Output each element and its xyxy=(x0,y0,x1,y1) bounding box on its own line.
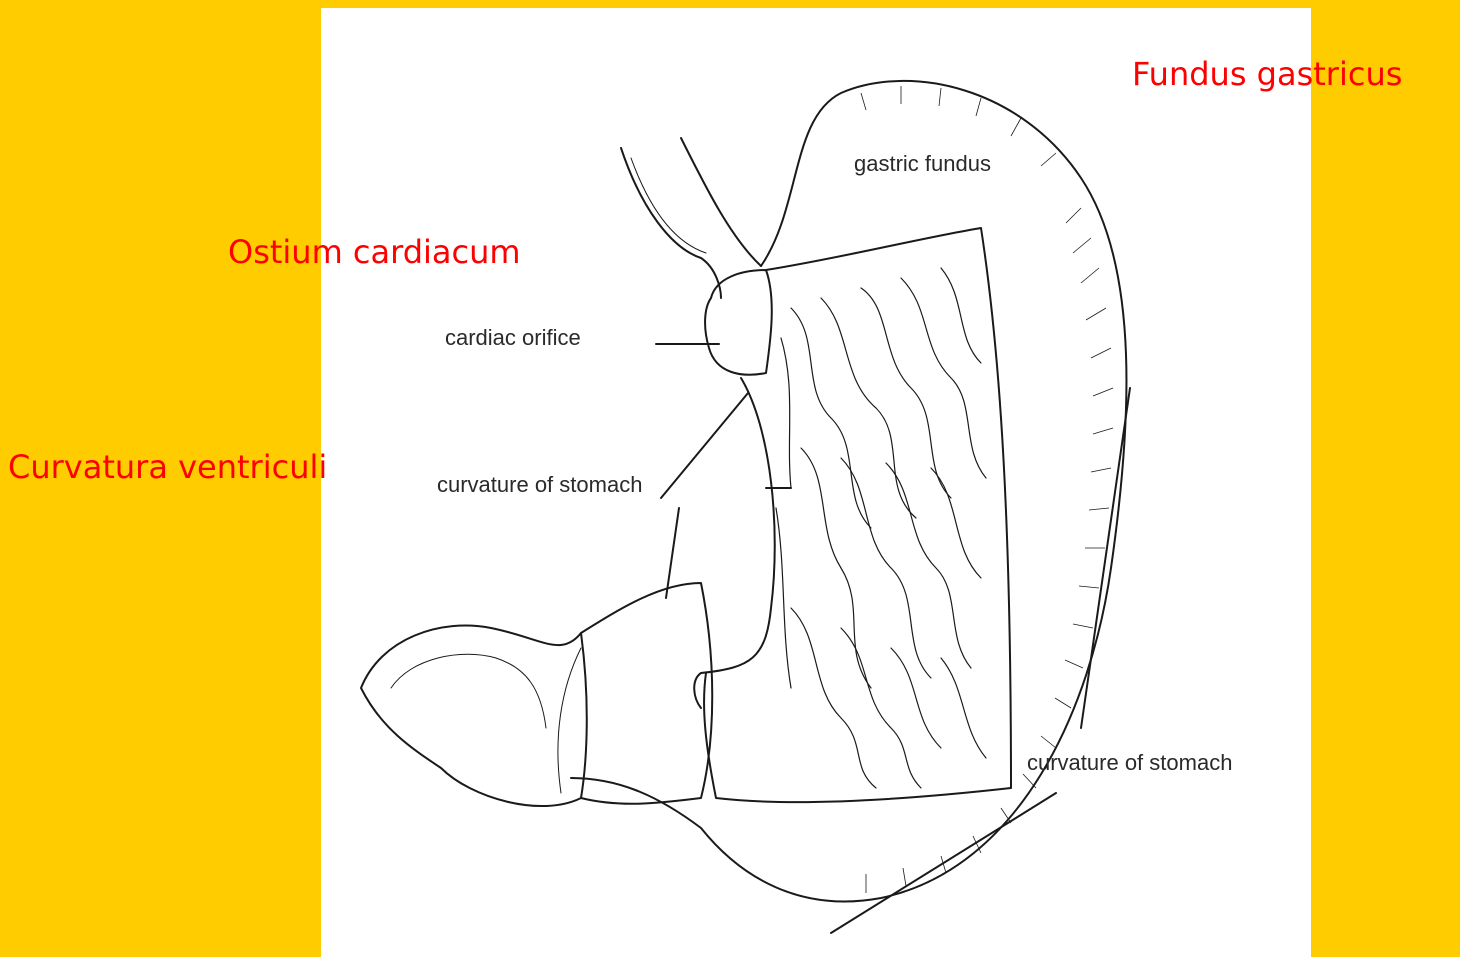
lesser-curvature-outline xyxy=(694,378,775,708)
cardiac-orifice-outline xyxy=(705,270,772,375)
lesser-curvature-label: curvature of stomach xyxy=(437,472,642,498)
greater-curvature-leader xyxy=(1081,388,1130,728)
greater-curvature-leader-2 xyxy=(831,793,1056,933)
stomach-figure-panel: gastric fundus cardiac orifice curvature… xyxy=(321,8,1311,957)
pylorus-outline xyxy=(581,583,712,804)
interior-section-outline xyxy=(704,228,1011,802)
greater-curvature-label: curvature of stomach xyxy=(1027,750,1232,776)
fundus-gastricus-label: Fundus gastricus xyxy=(1132,58,1402,90)
gastric-fundus-label: gastric fundus xyxy=(854,151,991,177)
gastric-rugae xyxy=(776,268,986,788)
curvatura-ventriculi-label: Curvatura ventriculi xyxy=(8,451,327,483)
cardiac-orifice-label: cardiac orifice xyxy=(445,325,581,351)
lesser-curvature-leader-2 xyxy=(666,508,679,598)
duodenum-outline xyxy=(361,626,587,807)
lesser-curvature-leader xyxy=(661,393,748,498)
ostium-cardiacum-label: Ostium cardiacum xyxy=(228,236,521,268)
greater-curvature-outline xyxy=(571,81,1126,902)
